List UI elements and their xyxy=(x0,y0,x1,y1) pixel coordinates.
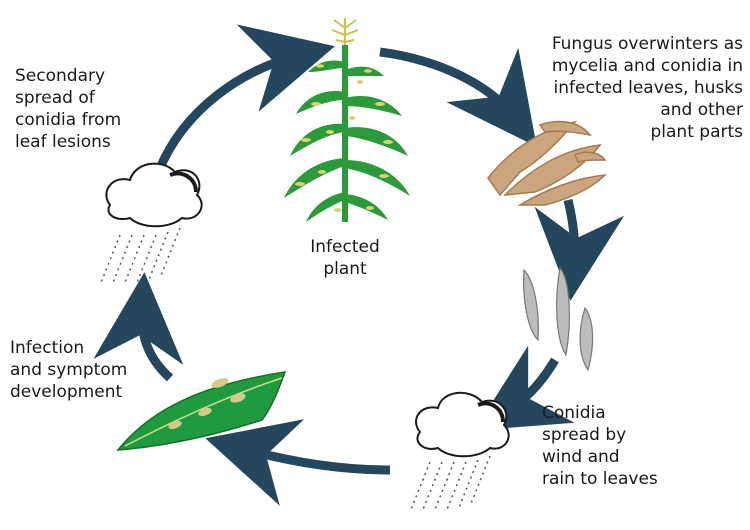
label-secondary: Secondary spread of conidia from leaf le… xyxy=(15,66,122,152)
label-infection: Infection and symptom development xyxy=(10,338,128,402)
arrow-cloud-to-leaf xyxy=(205,419,391,506)
label-infected-plant: Infected plant xyxy=(310,237,380,279)
corn-leaf xyxy=(345,160,410,196)
conidium xyxy=(523,268,539,342)
arrow-leaf-to-cloud xyxy=(93,272,184,382)
conidium xyxy=(579,306,594,372)
corn-leaf xyxy=(308,60,345,72)
infected-plant-illustration xyxy=(284,18,410,222)
rain-cloud-right xyxy=(409,391,510,513)
corn-leaf xyxy=(296,90,345,114)
arrow-plant-to-debris xyxy=(379,47,537,147)
corn-leaf xyxy=(284,158,345,198)
label-spread: Conidia spread by wind and rain to leave… xyxy=(542,403,658,489)
arrow-conidia-to-cloud xyxy=(474,345,575,431)
corn-leaf xyxy=(345,96,402,116)
infected-leaf-illustration xyxy=(116,371,287,451)
arrow-debris-to-conidia xyxy=(534,198,625,301)
leaf-lesions xyxy=(295,64,393,212)
corn-leaf xyxy=(345,127,408,156)
corn-tassel xyxy=(331,18,359,45)
conidium xyxy=(556,266,570,357)
arrow-secondary-to-plant xyxy=(155,24,335,170)
conidia-illustration xyxy=(523,266,594,372)
corn-leaf xyxy=(345,194,388,220)
rain-cloud-left xyxy=(99,162,203,286)
rain-drops xyxy=(409,455,491,513)
corn-leaf xyxy=(306,192,345,222)
rain-drops xyxy=(99,227,181,286)
crop-debris-illustration xyxy=(487,120,608,206)
label-overwinter: Fungus overwinters as mycelia and conidi… xyxy=(551,34,743,142)
corn-leaf xyxy=(290,123,345,156)
